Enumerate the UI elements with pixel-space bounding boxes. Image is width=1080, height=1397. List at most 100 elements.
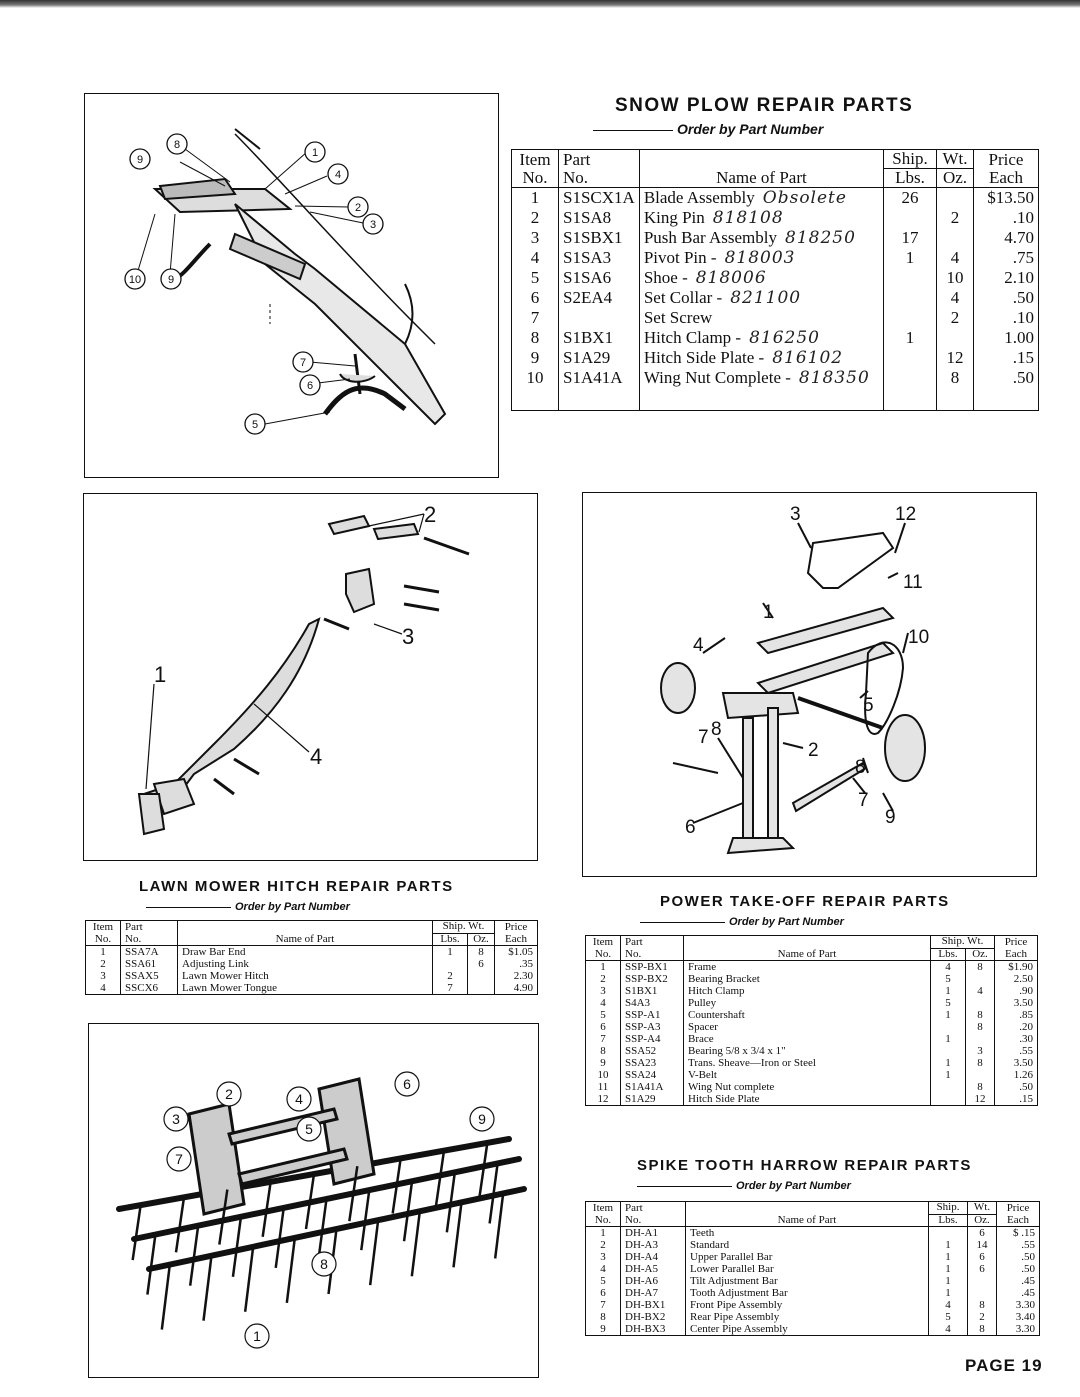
item-number: 5 bbox=[585, 1009, 621, 1022]
part-number: SSP-A1 bbox=[620, 1009, 684, 1022]
col-oz: Oz. bbox=[965, 948, 995, 962]
tooth bbox=[160, 1264, 172, 1330]
price-each: .55 bbox=[994, 1045, 1038, 1058]
ship-weight-lbs bbox=[930, 1045, 966, 1058]
callout-5: 5 bbox=[252, 419, 258, 431]
part-name: Trans. Sheave—Iron or Steel bbox=[683, 1057, 931, 1070]
item-number: 3 bbox=[585, 985, 621, 998]
ship-weight-oz: 8 bbox=[965, 1021, 995, 1034]
callout-3: 3 bbox=[790, 504, 801, 525]
price-each: .85 bbox=[994, 1009, 1038, 1022]
tooth bbox=[445, 1172, 457, 1233]
pto-order-note: Order by Part Number bbox=[640, 916, 844, 928]
pto-drawing: 3 12 11 1 4 10 5 2 7 8 8 7 9 6 bbox=[660, 504, 929, 855]
part-name: Set Collar -821100 bbox=[638, 287, 885, 308]
col-name: Name of Part bbox=[685, 1201, 929, 1228]
ship-weight-lbs: 1 bbox=[930, 1057, 966, 1070]
part-name: Adjusting Link bbox=[177, 958, 433, 971]
ship-weight-oz bbox=[936, 187, 974, 208]
part-name: Pulley bbox=[683, 997, 931, 1010]
callout-3: 3 bbox=[402, 624, 414, 649]
callout-9: 9 bbox=[478, 1111, 486, 1127]
tooth bbox=[434, 1150, 446, 1206]
ship-weight-lbs bbox=[883, 307, 937, 328]
callout-4: 4 bbox=[335, 169, 341, 181]
ship-weight-oz: 12 bbox=[965, 1093, 995, 1106]
part-name: Wing Nut Complete -818350 bbox=[638, 367, 885, 388]
lawn-mower-order-note: Order by Part Number bbox=[146, 901, 350, 913]
col-ship: Ship. bbox=[883, 149, 937, 169]
lawn-mower-illustration: 2 3 1 4 bbox=[83, 493, 538, 861]
callout-8b: 8 bbox=[855, 757, 866, 778]
ship-weight-lbs: 4 bbox=[930, 960, 966, 974]
price-each: .15 bbox=[994, 1093, 1038, 1106]
ship-weight-lbs bbox=[930, 1093, 966, 1106]
ship-weight-lbs: 2 bbox=[432, 970, 468, 983]
price-each: .45 bbox=[996, 1287, 1040, 1300]
part-number: S1SA6 bbox=[558, 267, 640, 288]
tooth bbox=[402, 1181, 414, 1242]
price-each: .45 bbox=[996, 1275, 1040, 1288]
ship-weight-oz bbox=[467, 970, 495, 983]
tooth bbox=[285, 1237, 297, 1304]
handwritten-note: 816102 bbox=[772, 347, 844, 368]
ship-weight-lbs bbox=[883, 347, 937, 368]
part-number: DH-A4 bbox=[620, 1251, 686, 1264]
col-oz: Oz. bbox=[467, 933, 495, 947]
ship-weight-lbs: 1 bbox=[930, 1033, 966, 1046]
item-number: 4 bbox=[585, 997, 621, 1010]
part-number: S1SCX1A bbox=[558, 187, 640, 208]
item-number: 2 bbox=[511, 207, 559, 228]
item-number: 1 bbox=[585, 960, 621, 974]
col-lbs: Lbs. bbox=[432, 933, 468, 947]
tooth bbox=[348, 1166, 359, 1222]
callout-8: 8 bbox=[320, 1256, 328, 1272]
callout-1: 1 bbox=[253, 1328, 261, 1344]
col-name: Name of Part bbox=[638, 149, 885, 188]
ship-weight-lbs: 4 bbox=[928, 1299, 968, 1312]
tooth bbox=[146, 1234, 157, 1295]
price-each: 2.10 bbox=[973, 267, 1039, 288]
part-number: DH-BX1 bbox=[620, 1299, 686, 1312]
ship-weight-oz: 14 bbox=[967, 1239, 997, 1252]
callout-1: 1 bbox=[763, 602, 774, 623]
ship-weight-lbs: 26 bbox=[883, 187, 937, 208]
callout-10: 10 bbox=[908, 627, 929, 648]
ship-weight-oz bbox=[965, 1033, 995, 1046]
tooth bbox=[188, 1225, 200, 1286]
tooth bbox=[231, 1216, 243, 1277]
price-each: 4.90 bbox=[494, 982, 538, 995]
part-number: SSA23 bbox=[620, 1057, 684, 1070]
col-wt: Wt. bbox=[967, 1201, 997, 1215]
callout-7b: 7 bbox=[858, 790, 869, 811]
part-number: DH-A1 bbox=[620, 1226, 686, 1240]
harrow-teeth bbox=[131, 1142, 505, 1330]
price-each: 3.30 bbox=[996, 1299, 1040, 1312]
ship-weight-oz: 8 bbox=[467, 945, 495, 959]
price-each: .10 bbox=[973, 307, 1039, 328]
item-number: 9 bbox=[511, 347, 559, 368]
callout-4: 4 bbox=[310, 744, 322, 769]
ship-weight-oz bbox=[965, 997, 995, 1010]
callout-11: 11 bbox=[903, 572, 923, 593]
pto-title: POWER TAKE-OFF REPAIR PARTS bbox=[660, 893, 950, 910]
price-each: 4.70 bbox=[973, 227, 1039, 248]
ship-weight-lbs: 4 bbox=[928, 1323, 968, 1336]
